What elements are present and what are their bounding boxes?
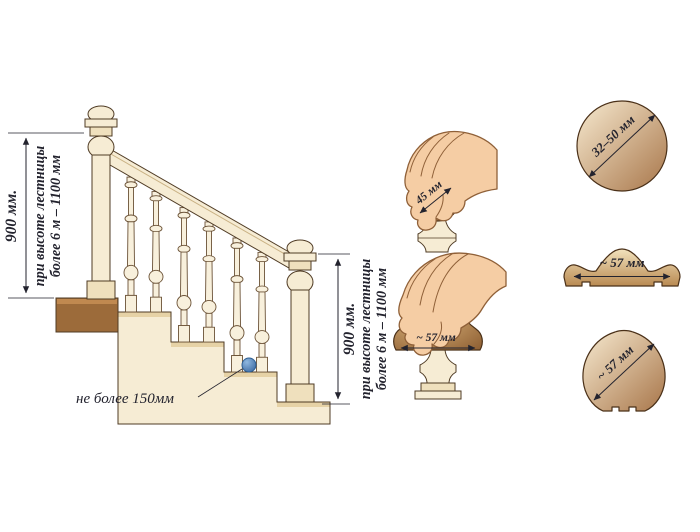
newel-post-bottom [283, 239, 317, 403]
left-height-dimension: 900 мм. при высоте лестницы более 6 м – … [3, 132, 84, 299]
baluster [123, 176, 139, 313]
landing-floor [55, 297, 119, 333]
pedestal-plinth [414, 390, 462, 400]
baluster [201, 221, 217, 343]
hand-shape [404, 130, 498, 231]
tread-shadow [277, 402, 330, 407]
baluster [148, 191, 164, 313]
profile-dimension-arrow [588, 114, 656, 178]
tread-shadow [171, 342, 224, 347]
stair-steps [117, 311, 331, 425]
profile-dome: ~ 57 мм [582, 329, 666, 412]
gap-marker-dot [241, 357, 257, 373]
profile-round: 32–50 мм [576, 100, 668, 192]
baluster [176, 207, 192, 343]
dimension-note-line1: при высоте лестницы [358, 259, 374, 400]
grip-size-arrow [419, 187, 452, 214]
dimension-value: 900 мм. [341, 303, 358, 355]
profile-ogee: ~ 57 мм [563, 248, 681, 287]
thumb-line [433, 321, 443, 345]
finger-line [409, 136, 434, 173]
pedestal-plinth [420, 382, 456, 392]
baluster-gap-note: не более 150мм [76, 368, 243, 407]
profile-dimension-label: ~ 57 мм [600, 255, 645, 270]
hand-shape [398, 252, 507, 356]
gap-note-label: не более 150мм [76, 391, 174, 407]
finger-line [432, 253, 469, 313]
profile-dimension-arrow [593, 343, 655, 401]
baluster [254, 251, 270, 373]
hand-grip-wide-figure: ~ 57 мм [393, 252, 507, 400]
baluster [229, 237, 245, 373]
handrail [109, 148, 290, 269]
staircase-illustration: 900 мм. при высоте лестницы более 6 м – … [3, 105, 390, 425]
hand-grip-round-figure: 45 мм [404, 130, 498, 253]
dimension-note-line1: при высоте лестницы [32, 146, 48, 287]
right-height-dimension: 900 мм. при высоте лестницы более 6 м – … [318, 253, 390, 405]
finger-line [406, 258, 436, 299]
finger-line [431, 132, 465, 179]
newel-post-top [84, 105, 118, 300]
leader-line [197, 368, 243, 398]
dimension-note-line2: более 6 м – 1100 мм [374, 268, 390, 390]
finger-line [419, 253, 453, 306]
tread-shadow [118, 312, 171, 317]
grip-size-label: ~ 57 мм [416, 332, 456, 344]
dimension-value: 900 мм. [3, 190, 20, 242]
tread-shadow [224, 372, 277, 377]
finger-line [420, 132, 450, 177]
dimension-note-line2: более 6 м – 1100 мм [48, 155, 64, 277]
